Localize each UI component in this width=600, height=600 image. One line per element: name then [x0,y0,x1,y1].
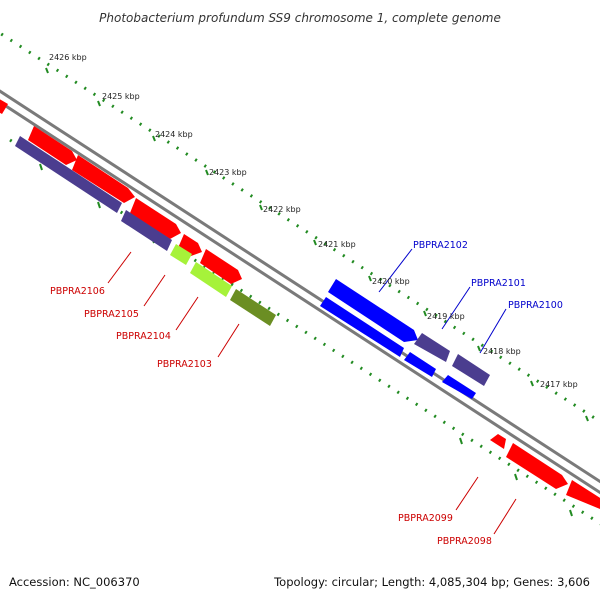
scale-label: 2417 kbp [540,380,578,389]
scale-label: 2424 kbp [155,130,193,139]
outer-major-ticks [45,67,589,422]
scale-label: 2419 kbp [427,312,465,321]
scale-label: 2420 kbp [372,277,410,286]
gene-arrow[interactable] [452,354,490,386]
label-leaders [107,248,517,535]
backbone-outer [0,89,600,484]
gene-arrow[interactable] [72,155,135,203]
gene-arrow[interactable] [442,375,476,399]
gene-label-pbpra2104[interactable]: PBPRA2104 [116,331,171,342]
map-title: Photobacterium profundum SS9 chromosome … [99,11,501,25]
blue-genes-upper [328,279,490,386]
gene-label-pbpra2098[interactable]: PBPRA2098 [437,536,492,547]
gene-arrow[interactable] [230,289,276,326]
gene-arrow[interactable] [190,262,232,297]
gene-arrow[interactable] [414,333,450,362]
gene-arrow[interactable] [328,279,418,342]
gene-arrow[interactable] [506,443,568,489]
gene-label-pbpra2106[interactable]: PBPRA2106 [50,286,105,297]
gene-label-pbpra2102[interactable]: PBPRA2102 [413,240,468,251]
gene-label-pbpra2099[interactable]: PBPRA2099 [398,513,453,524]
gene-arrow[interactable] [404,352,436,377]
outer-scale-ring [0,31,600,424]
backbone-inner [0,100,600,495]
genome-summary-text: Topology: circular; Length: 4,085,304 bp… [273,575,590,589]
scale-label: 2422 kbp [263,205,301,214]
gene-arrow[interactable] [200,249,242,284]
scale-label: 2423 kbp [209,168,247,177]
scale-label: 2418 kbp [483,347,521,356]
gene-arrow[interactable] [170,244,192,265]
gene-label-pbpra2105[interactable]: PBPRA2105 [84,309,139,320]
scale-label: 2426 kbp [49,53,87,62]
gene-arrow[interactable] [28,126,77,165]
forward-genes [0,97,600,511]
scale-label: 2421 kbp [318,240,356,249]
gene-arrow[interactable] [566,480,600,511]
gene-label-pbpra2101[interactable]: PBPRA2101 [471,278,526,289]
reverse-genes [15,136,476,399]
gene-label-pbpra2100[interactable]: PBPRA2100 [508,300,563,311]
scale-label: 2425 kbp [102,92,140,101]
accession-text: Accession: NC_006370 [9,575,140,589]
gene-arrow[interactable] [0,97,8,114]
gene-label-pbpra2103[interactable]: PBPRA2103 [157,359,212,370]
gene-arrow[interactable] [121,210,172,251]
gene-arrow[interactable] [15,136,122,213]
gene-arrow[interactable] [130,198,181,239]
gene-arrow[interactable] [320,297,404,357]
gene-arrow[interactable] [490,434,506,449]
